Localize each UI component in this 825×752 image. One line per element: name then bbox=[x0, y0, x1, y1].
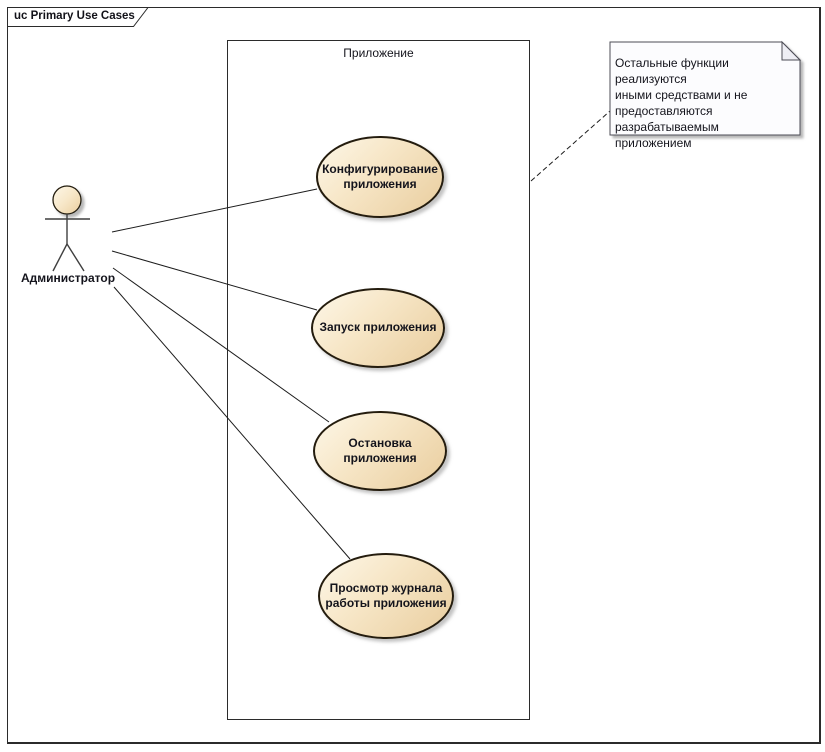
use-case-label: Просмотр журнала работы приложения bbox=[325, 580, 447, 611]
note-text: Остальные функции реализуются иными сред… bbox=[615, 56, 748, 150]
use-case-label: Остановка приложения bbox=[343, 435, 417, 466]
use-case-start-application: Запуск приложения bbox=[311, 288, 445, 368]
actor-label: Администратор bbox=[20, 271, 116, 285]
frame-title: uc Primary Use Cases bbox=[14, 10, 135, 22]
system-boundary-label: Приложение bbox=[343, 46, 414, 60]
use-case-view-application-log: Просмотр журнала работы приложения bbox=[318, 553, 454, 639]
diagram-frame bbox=[7, 7, 821, 744]
use-case-label: Запуск приложения bbox=[319, 320, 437, 335]
use-case-configure-application: Конфигурирование приложения bbox=[316, 136, 444, 218]
use-case-stop-application: Остановка приложения bbox=[313, 411, 447, 491]
use-case-label: Конфигурирование приложения bbox=[322, 161, 438, 192]
